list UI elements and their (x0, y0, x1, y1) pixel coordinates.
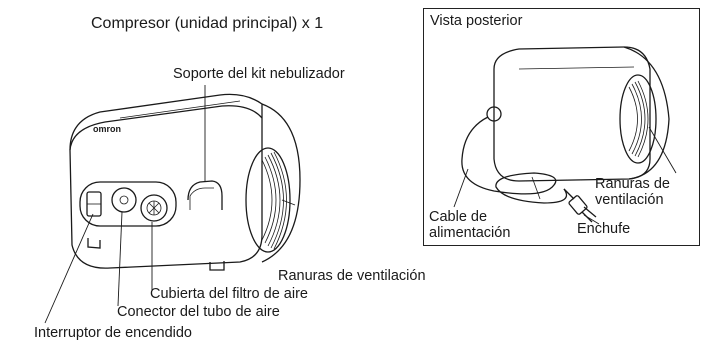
power-cable (461, 116, 568, 204)
label-cable-1: Cable de (429, 209, 488, 225)
label-air-filter-cover: Cubierta del filtro de aire (150, 286, 308, 302)
nebulizer-holder (187, 180, 223, 210)
label-nebulizer-holder: Soporte del kit nebulizador (173, 66, 345, 82)
foot-left (87, 238, 101, 249)
inset-title: Vista posterior (430, 13, 523, 29)
compressor-top-edge (69, 105, 263, 151)
leader-cable (453, 168, 469, 208)
side-panel (261, 103, 301, 263)
leader-rear-vents (648, 126, 677, 174)
cord-exit (486, 106, 502, 122)
rear-view-inset: Vista posterior Ranuras de ventilación C… (423, 8, 700, 246)
leader-vents (281, 199, 296, 206)
rear-vent-slots (628, 80, 649, 158)
label-air-vents: Ranuras de ventilación (278, 268, 426, 284)
main-title: Compresor (unidad principal) x 1 (91, 15, 324, 32)
label-rear-vents-2: ventilación (595, 192, 664, 208)
brand-logo: omron (93, 124, 121, 134)
vent-frame (245, 147, 291, 253)
leader-connector (117, 211, 123, 307)
air-filter-cover (140, 194, 168, 222)
rear-vent-frame (619, 74, 657, 164)
control-panel (79, 181, 177, 227)
leader-plug (583, 214, 600, 225)
label-power-switch: Interruptor de encendido (34, 325, 192, 341)
rear-side-panel (623, 46, 670, 180)
vent-slots (261, 151, 287, 250)
air-tube-connector (111, 187, 137, 213)
plug-body (568, 195, 588, 215)
label-plug: Enchufe (577, 221, 631, 237)
rear-body (493, 46, 651, 182)
compressor-rear-illustration (453, 46, 677, 225)
label-air-tube-connector: Conector del tubo de aire (117, 304, 280, 320)
leader-switch (44, 213, 94, 324)
label-rear-vents-1: Ranuras de (595, 176, 670, 192)
compressor-body (69, 93, 263, 269)
label-cable-2: alimentación (429, 225, 511, 241)
foot-right (209, 261, 225, 271)
